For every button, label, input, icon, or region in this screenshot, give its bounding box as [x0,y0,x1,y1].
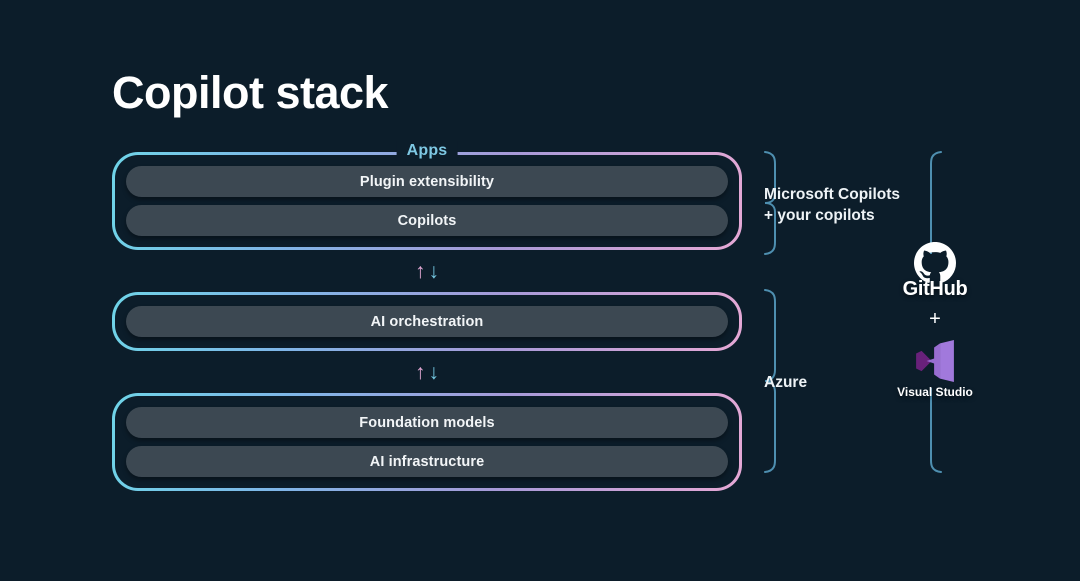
annotation-line-1: Azure [764,374,808,391]
brace-azure [764,289,776,473]
github-octocat-icon [875,242,995,284]
arrow-down-icon: ↓ [428,360,440,384]
layer-caption-apps: Apps [396,141,458,161]
connector-arrows-orchestration-to-foundation: ↑ ↓ [112,351,742,393]
annotation-azure: Azure [764,373,807,394]
product-visual-studio[interactable]: Visual Studio [875,340,995,399]
arrow-down-icon: ↓ [428,259,440,283]
annotation-line-2: + your copilots [764,206,875,224]
annotation-microsoft-copilots: Microsoft Copilots + your copilots [764,185,900,227]
pill-foundation-models[interactable]: Foundation models [126,407,728,438]
visual-studio-infinity-icon [875,340,995,382]
pill-copilots[interactable]: Copilots [126,205,728,236]
product-name-visual-studio: Visual Studio [897,385,973,399]
arrow-up-icon: ↑ [415,360,426,384]
stack-layer-foundation: Foundation models AI infrastructure [112,393,742,491]
product-name-github: GitHub [902,278,968,300]
plus-separator: + [929,308,941,330]
page-title: Copilot stack [112,67,389,118]
pill-ai-orchestration[interactable]: AI orchestration [126,306,728,337]
stack-layer-apps: Apps Plugin extensibility Copilots [112,141,742,250]
annotation-line-1: Microsoft Copilots [764,186,901,203]
arrow-up-icon: ↑ [415,259,426,283]
pill-ai-infrastructure[interactable]: AI infrastructure [126,446,728,477]
brace-devtools-bottom [930,388,942,473]
pill-plugin-extensibility[interactable]: Plugin extensibility [126,166,728,197]
connector-arrows-apps-to-orchestration: ↑ ↓ [112,250,742,292]
copilot-stack: Apps Plugin extensibility Copilots ↑ ↓ A… [112,141,742,491]
product-github[interactable]: GitHub [875,242,995,301]
stack-layer-orchestration: AI orchestration [112,292,742,351]
brace-apps [764,151,776,255]
brace-devtools-top [930,151,942,254]
